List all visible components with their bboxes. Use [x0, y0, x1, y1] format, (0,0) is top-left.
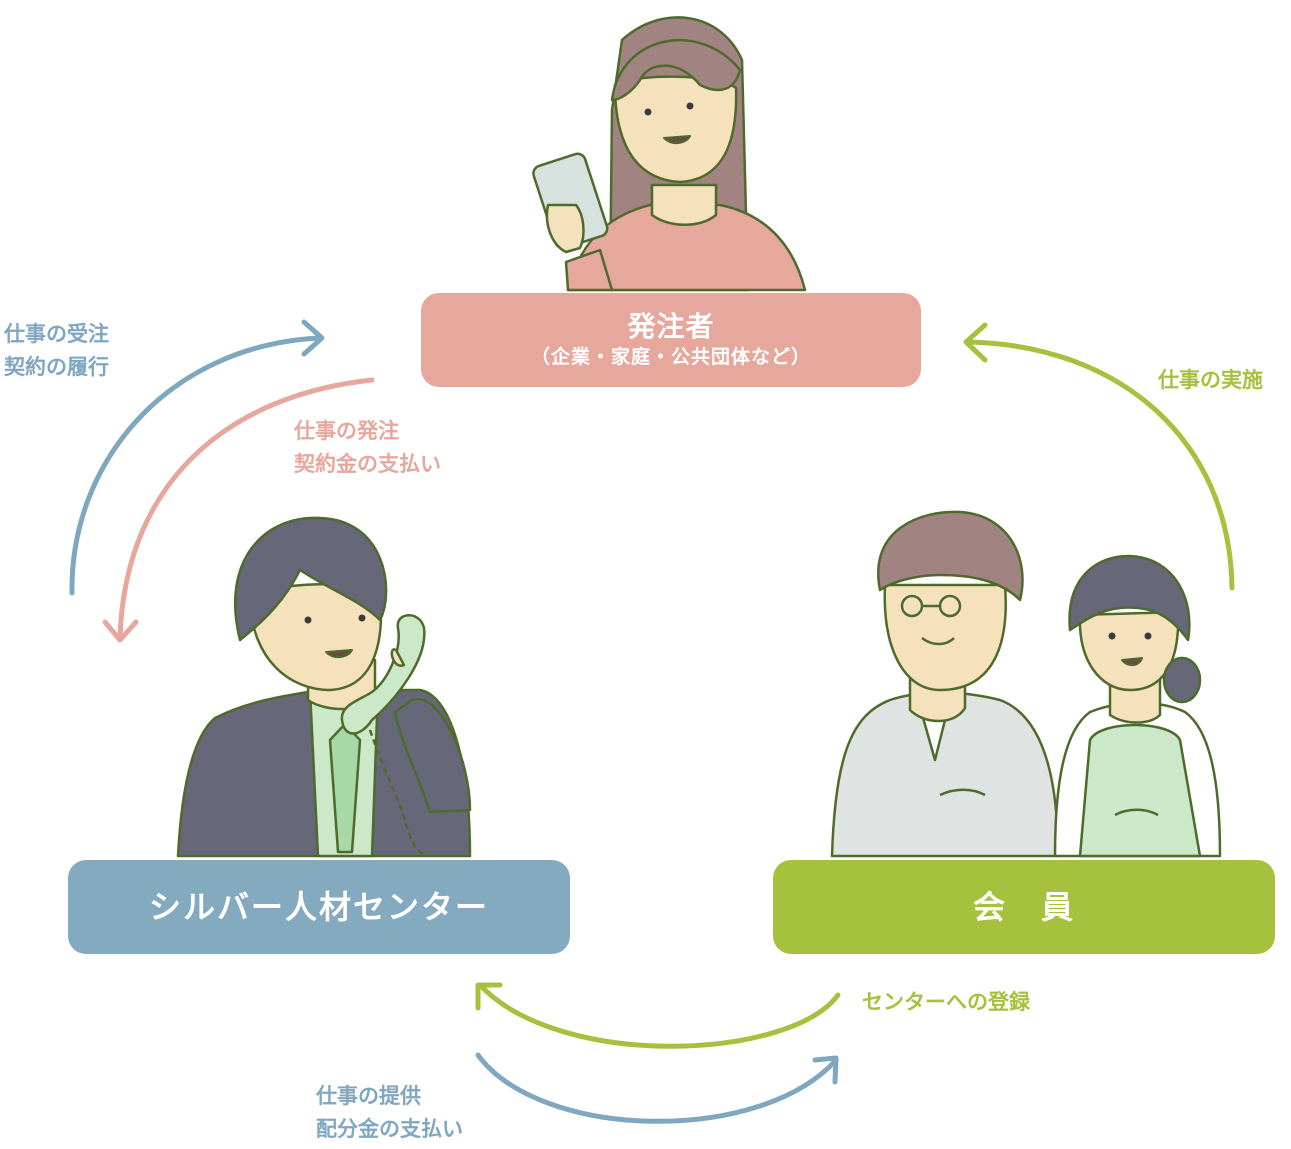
- client-title: 発注者: [627, 310, 715, 343]
- arrow-member-to-client: [965, 339, 1235, 591]
- label-client-to-center: 仕事の発注 契約金の支払い: [294, 415, 441, 481]
- arrow-center-to-client-head: [301, 319, 325, 357]
- member-box: 会 員: [773, 860, 1275, 954]
- center-box: シルバー人材センター: [68, 860, 570, 954]
- arrow-member-to-client-head: [963, 322, 988, 363]
- arrow-client-to-center: [117, 377, 375, 641]
- arrow-member-to-center-head: [475, 982, 503, 1011]
- label-center-to-client: 仕事の受注 契約の履行: [4, 318, 109, 384]
- label-center-to-member: 仕事の提供 配分金の支払い: [316, 1080, 463, 1146]
- center-staff-illustration: [176, 516, 472, 858]
- label-client-to-center-line1: 仕事の発注: [294, 419, 399, 443]
- label-center-to-client-line1: 仕事の受注: [4, 322, 109, 346]
- arrow-center-to-client: [69, 335, 323, 596]
- label-client-to-center-line2: 契約金の支払い: [294, 452, 441, 476]
- label-member-to-client: 仕事の実施: [1158, 364, 1263, 397]
- label-center-to-member-line2: 配分金の支払い: [316, 1117, 463, 1141]
- arrow-center-to-member: [475, 1052, 839, 1124]
- label-center-to-member-line1: 仕事の提供: [316, 1084, 421, 1108]
- arrow-client-to-center-head: [102, 619, 139, 643]
- client-box: 発注者 （企業・家庭・公共団体など）: [421, 293, 921, 387]
- label-member-to-center-line1: センターへの登録: [862, 990, 1030, 1014]
- client-illustration: [532, 16, 807, 292]
- arrow-member-to-center: [477, 982, 841, 1049]
- arrow-center-to-member-head: [812, 1055, 839, 1085]
- member-title: 会 員: [972, 888, 1075, 926]
- label-member-to-center: センターへの登録: [862, 986, 1030, 1019]
- label-center-to-client-line2: 契約の履行: [4, 355, 109, 379]
- members-illustration: [830, 510, 1222, 858]
- client-subtitle: （企業・家庭・公共団体など）: [530, 346, 811, 368]
- label-member-to-client-line1: 仕事の実施: [1158, 368, 1263, 392]
- center-title: シルバー人材センター: [148, 888, 489, 926]
